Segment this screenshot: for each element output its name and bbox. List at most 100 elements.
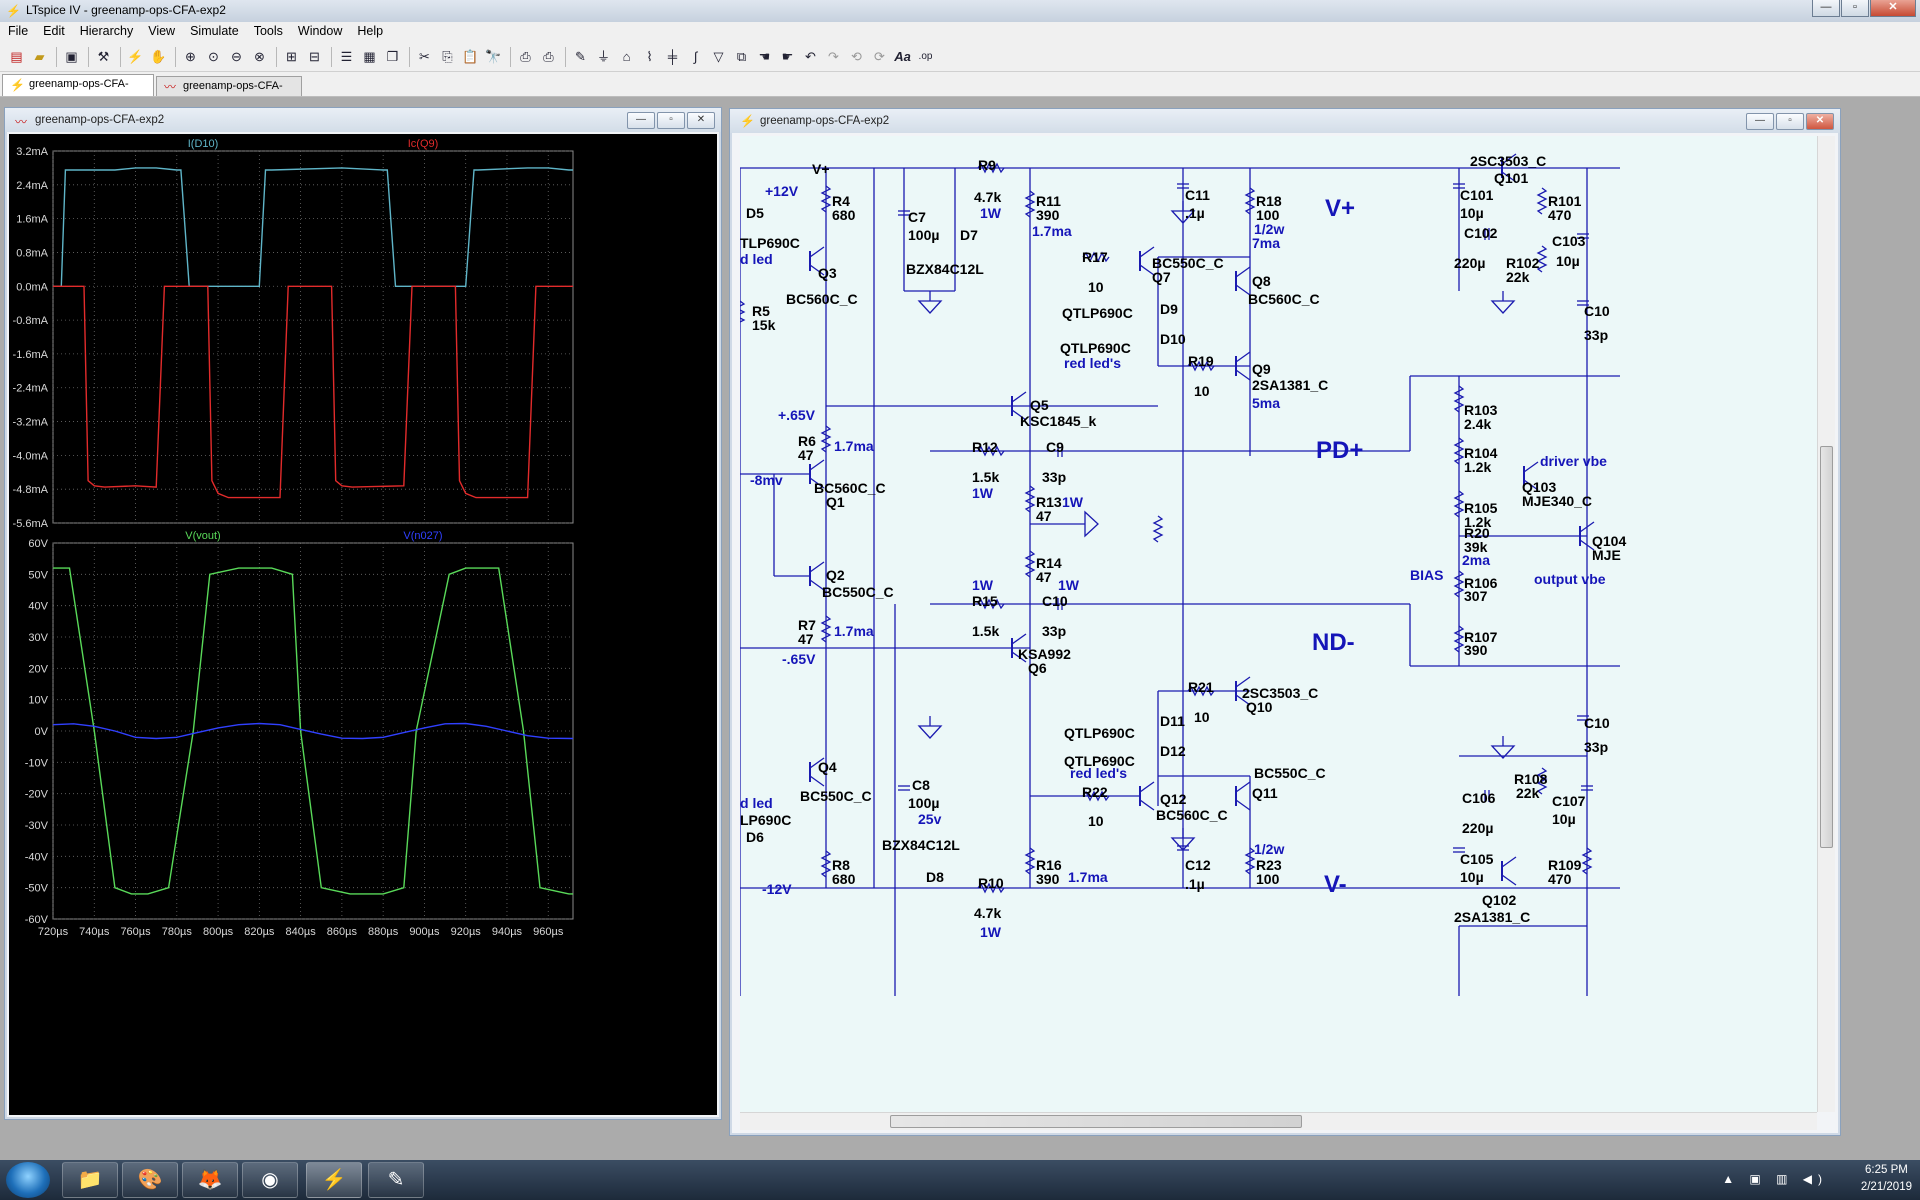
menu-tools[interactable]: Tools bbox=[253, 24, 283, 38]
resistor-symbol[interactable] bbox=[820, 850, 832, 878]
component-label-c11[interactable]: C11 bbox=[1185, 187, 1210, 203]
component-label-r106[interactable]: R106 bbox=[1464, 575, 1498, 591]
transistor-symbol[interactable] bbox=[1139, 264, 1155, 276]
redo-icon[interactable]: ↷ bbox=[828, 48, 839, 64]
component-label-c9v[interactable]: 33p bbox=[1042, 469, 1066, 485]
component-label-r12w[interactable]: 1W bbox=[972, 485, 994, 501]
component-label-q2[interactable]: Q2 bbox=[826, 567, 845, 583]
component-label-r13w[interactable]: 1W bbox=[1062, 494, 1084, 510]
component-label-r16i[interactable]: 1.7ma bbox=[1068, 869, 1108, 885]
component-label-q5m[interactable]: KSC1845_k bbox=[1020, 413, 1096, 429]
component-label-r105v[interactable]: 1.2k bbox=[1464, 514, 1491, 530]
start-button[interactable] bbox=[6, 1162, 50, 1198]
transistor-symbol[interactable] bbox=[1501, 874, 1517, 886]
drag-hand-icon[interactable]: ☛ bbox=[781, 48, 794, 64]
menu-file[interactable]: File bbox=[8, 24, 29, 38]
component-label-r9w[interactable]: 1W bbox=[980, 205, 1002, 221]
component-label-d5note[interactable]: d led bbox=[740, 251, 773, 267]
transistor-symbol[interactable] bbox=[809, 246, 825, 258]
component-label-c103v[interactable]: 10µ bbox=[1556, 253, 1580, 269]
component-label-d11m[interactable]: QTLP690C bbox=[1064, 725, 1135, 741]
component-label-r12w2[interactable]: 1/2w bbox=[1254, 841, 1284, 857]
component-label-q12m[interactable]: BC560C_C bbox=[1156, 807, 1228, 823]
autorange-icon[interactable]: ⊞ bbox=[286, 48, 297, 64]
component-label-d5m[interactable]: TLP690C bbox=[740, 235, 800, 251]
transistor-symbol[interactable] bbox=[1235, 799, 1251, 811]
component-label-q10m[interactable]: 2SC3503_C bbox=[1242, 685, 1318, 701]
component-label-q102m[interactable]: 2SA1381_C bbox=[1454, 909, 1530, 925]
system-tray-icons[interactable]: ▲ ▣ ▥ ◀) bbox=[1722, 1172, 1828, 1186]
grid-icon[interactable]: ⊟ bbox=[309, 48, 320, 64]
component-label-r102[interactable]: R102 bbox=[1506, 255, 1540, 271]
component-label-r104[interactable]: R104 bbox=[1464, 445, 1498, 461]
component-label-r23v[interactable]: 100 bbox=[1256, 871, 1280, 887]
component-label-q9m[interactable]: 2SA1381_C bbox=[1252, 377, 1328, 393]
component-label-r13[interactable]: R13 bbox=[1036, 494, 1062, 510]
component-label-c10b[interactable]: C10 bbox=[1584, 715, 1610, 731]
component-label-r103[interactable]: R103 bbox=[1464, 402, 1498, 418]
maximize-button[interactable]: ▫ bbox=[1841, 0, 1869, 17]
component-label-r108[interactable]: R108 bbox=[1514, 771, 1548, 787]
component-label-q11m[interactable]: BC550C_C bbox=[1254, 765, 1326, 781]
component-label-d10m[interactable]: QTLP690C bbox=[1060, 340, 1131, 356]
component-label-d9[interactable]: D9 bbox=[1160, 301, 1178, 317]
menu-window[interactable]: Window bbox=[297, 24, 343, 38]
component-label-r16v[interactable]: 390 bbox=[1036, 871, 1060, 887]
minimize-button[interactable]: — bbox=[1812, 0, 1840, 17]
component-label-c8v[interactable]: 100µ bbox=[908, 795, 939, 811]
legend-label[interactable]: V(n027) bbox=[403, 530, 442, 542]
component-label-vplus-big[interactable]: V+ bbox=[1325, 195, 1355, 222]
component-label-q4[interactable]: Q4 bbox=[818, 759, 837, 775]
control-panel-icon[interactable]: ⚒ bbox=[97, 48, 110, 64]
resistor-symbol[interactable] bbox=[1024, 847, 1036, 875]
tile-vertical-icon[interactable]: ▦ bbox=[363, 48, 376, 64]
component-label-r108v[interactable]: 22k bbox=[1516, 785, 1540, 801]
transistor-symbol[interactable] bbox=[1235, 351, 1251, 363]
legend-label[interactable]: I(D10) bbox=[188, 138, 219, 150]
component-label-r102v[interactable]: 22k bbox=[1506, 269, 1530, 285]
component-label-r7[interactable]: R7 bbox=[798, 617, 816, 633]
component-label-r8[interactable]: R8 bbox=[832, 857, 850, 873]
component-label-d9m[interactable]: QTLP690C bbox=[1062, 305, 1133, 321]
file-explorer-icon[interactable]: 📁 bbox=[62, 1162, 118, 1198]
component-label-redleds1[interactable]: red led's bbox=[1064, 355, 1121, 371]
transistor-symbol[interactable] bbox=[1011, 409, 1027, 421]
component-label-r19v[interactable]: 10 bbox=[1194, 383, 1210, 399]
component-label-bias[interactable]: BIAS bbox=[1410, 567, 1443, 583]
component-label-q5[interactable]: Q5 bbox=[1030, 397, 1049, 413]
component-label-q1m[interactable]: BC560C_C bbox=[814, 480, 886, 496]
resistor-symbol[interactable] bbox=[1187, 685, 1215, 697]
undo-icon[interactable]: ↶ bbox=[805, 48, 816, 64]
inductor-icon[interactable]: ∫ bbox=[693, 48, 698, 64]
component-label-q104[interactable]: Q104 bbox=[1592, 533, 1626, 549]
component-label-c102v[interactable]: 220µ bbox=[1454, 255, 1485, 271]
component-label-r14w[interactable]: 1W bbox=[1058, 577, 1080, 593]
component-label-r107[interactable]: R107 bbox=[1464, 629, 1498, 645]
transistor-symbol[interactable] bbox=[809, 459, 825, 471]
component-label-c106v[interactable]: 220µ bbox=[1462, 820, 1493, 836]
transistor-symbol[interactable] bbox=[1011, 391, 1027, 403]
component-label-r106v[interactable]: 307 bbox=[1464, 588, 1488, 604]
component-label-r13v[interactable]: 47 bbox=[1036, 508, 1052, 524]
component-label-c101[interactable]: C101 bbox=[1460, 187, 1494, 203]
component-label-m065[interactable]: -.65V bbox=[782, 651, 816, 667]
mirror-icon[interactable]: ⟳ bbox=[874, 48, 885, 64]
component-icon[interactable]: ⧉ bbox=[736, 48, 747, 64]
component-label-q6[interactable]: Q6 bbox=[1028, 660, 1047, 676]
component-label-r5v[interactable]: 15k bbox=[752, 317, 776, 333]
component-label-c12v[interactable]: .1µ bbox=[1185, 876, 1205, 892]
resistor-symbol[interactable] bbox=[1152, 515, 1164, 543]
vertical-scrollbar[interactable] bbox=[1817, 136, 1835, 1112]
component-label-r21[interactable]: R21 bbox=[1188, 679, 1214, 695]
component-label-q101[interactable]: Q101 bbox=[1494, 170, 1528, 186]
transistor-symbol[interactable] bbox=[1235, 781, 1251, 793]
component-label-r18[interactable]: R18 bbox=[1256, 193, 1282, 209]
component-label-r19[interactable]: R19 bbox=[1188, 353, 1214, 369]
component-label-d12[interactable]: D12 bbox=[1160, 743, 1186, 759]
resistor-symbol[interactable] bbox=[977, 162, 1005, 174]
resistor-symbol[interactable] bbox=[1453, 385, 1465, 413]
transistor-symbol[interactable] bbox=[809, 775, 825, 787]
component-label-d11[interactable]: D11 bbox=[1160, 713, 1185, 729]
component-label-c107v[interactable]: 10µ bbox=[1552, 811, 1576, 827]
